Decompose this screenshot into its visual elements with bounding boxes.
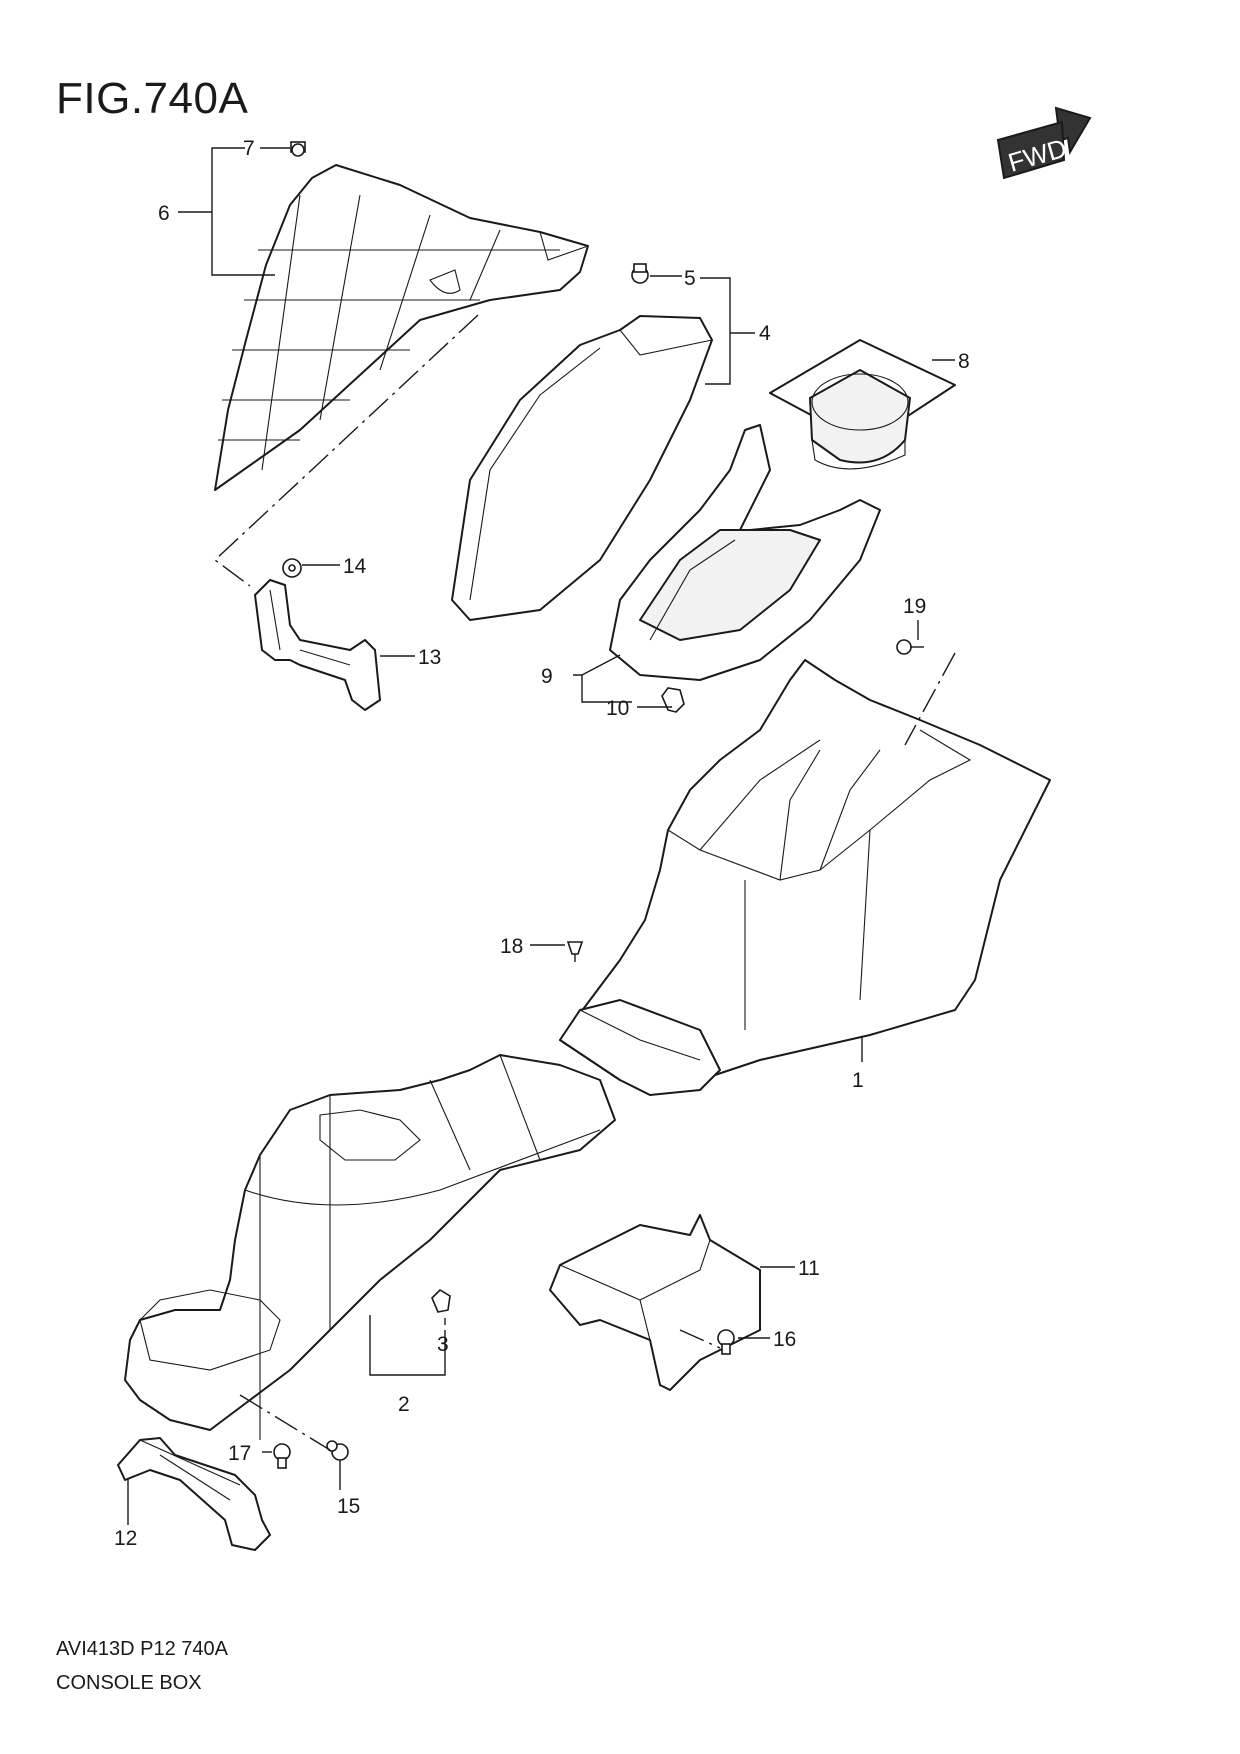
callout-12: 12 <box>114 1527 137 1550</box>
callout-2: 2 <box>398 1393 410 1416</box>
assembly-line-6-13 <box>213 314 479 587</box>
part-13-bracket <box>254 579 381 711</box>
callout-17: 17 <box>228 1442 251 1465</box>
callout-4: 4 <box>759 322 771 345</box>
part-12-bracket <box>117 1437 271 1551</box>
figure-name: CONSOLE BOX <box>56 1672 202 1694</box>
fastener-14-icon <box>282 558 302 578</box>
clip-10-icon <box>661 687 685 713</box>
callout-18: 18 <box>500 935 523 958</box>
bolt-17-icon <box>273 1443 291 1469</box>
fastener-5-icon <box>631 263 649 284</box>
assembly-line-16-11 <box>679 1329 721 1349</box>
part-11-bracket <box>549 1214 761 1391</box>
fastener-7-icon <box>290 141 306 157</box>
callout-19: 19 <box>903 595 926 618</box>
part-1-console-body <box>559 659 1051 1096</box>
clip-3-icon <box>431 1288 451 1313</box>
bolt-16-icon <box>717 1329 735 1355</box>
part-9-shift-bezel <box>609 424 881 681</box>
callout-10: 10 <box>606 697 629 720</box>
callout-6: 6 <box>158 202 170 225</box>
callout-15: 15 <box>337 1495 360 1518</box>
fwd-arrow-icon: FWD <box>996 106 1092 180</box>
callout-11: 11 <box>798 1257 820 1280</box>
assembly-line-19-1 <box>904 652 956 746</box>
callout-14: 14 <box>343 555 367 578</box>
assembly-line-15-2 <box>239 1394 331 1451</box>
fastener-18-icon <box>566 941 584 962</box>
clip-15-icon <box>326 1440 349 1461</box>
figure-title: FIG.740A <box>56 74 249 123</box>
callout-5: 5 <box>684 267 696 290</box>
callout-7: 7 <box>243 137 255 160</box>
callout-9: 9 <box>541 665 553 688</box>
part-6-rear-trim-panel <box>214 164 589 491</box>
callout-3: 3 <box>437 1333 449 1356</box>
callout-13: 13 <box>418 646 441 669</box>
callout-16: 16 <box>773 1328 796 1351</box>
figure-code: AVI413D P12 740A <box>56 1638 228 1660</box>
part-4-front-trim-panel <box>451 315 713 621</box>
callout-8: 8 <box>958 350 970 373</box>
callout-1: 1 <box>852 1069 864 1092</box>
screw-19-icon <box>896 639 924 655</box>
part-8-cup-holder <box>769 339 956 470</box>
part-2-rear-console <box>124 1054 616 1440</box>
